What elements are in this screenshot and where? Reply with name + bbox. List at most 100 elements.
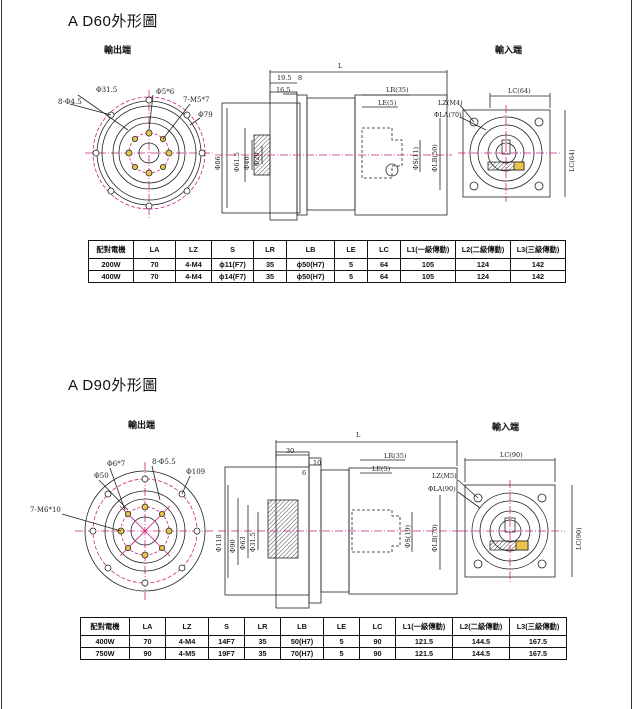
d60-le-label: LE(5) <box>378 99 397 107</box>
d90-pcd-label: Φ50 <box>94 472 109 480</box>
d60-dim-165: 16.5 <box>276 86 290 94</box>
table-cell: 35 <box>244 635 281 648</box>
header-cell: LB <box>286 240 335 259</box>
table-cell: 90 <box>359 647 396 660</box>
d60-length-label: L <box>338 62 343 70</box>
table-cell: 144.5 <box>452 635 510 648</box>
table-cell: 400W <box>88 270 134 283</box>
table-row: 200W 70 4-M4 ϕ11(F7) 35 ϕ50(H7) 5 64 105… <box>88 258 566 271</box>
table-cell: 35 <box>244 647 281 660</box>
d90-s-label: ΦS(19) <box>404 524 412 548</box>
table-cell: 4-M4 <box>165 635 209 648</box>
d60-dim-8: 8 <box>298 74 302 82</box>
table-cell: 200W <box>88 258 134 271</box>
table-cell: 90 <box>129 647 166 660</box>
d60-output-view <box>69 90 213 218</box>
d90-pin-label: Φ6*7 <box>107 460 125 468</box>
d60-v2-label: Φ61.5 <box>233 152 241 172</box>
table-cell: 70 <box>133 270 176 283</box>
table-cell: ϕ11(F7) <box>211 258 254 271</box>
table-cell: 5 <box>323 647 360 660</box>
d90-dim-10: 10 <box>313 459 321 467</box>
d90-holes-label: 8-Φ5.5 <box>152 458 176 466</box>
header-cell: L2(二級傳動) <box>452 617 510 636</box>
d90-outer-label: Φ109 <box>186 468 205 476</box>
table-cell: 90 <box>359 635 396 648</box>
d90-lc-label: LC(90) <box>500 451 523 459</box>
table-cell: 750W <box>80 647 130 660</box>
table-cell: 14F7 <box>208 635 245 648</box>
table-cell: 105 <box>400 270 456 283</box>
table-cell: 4-M4 <box>175 258 212 271</box>
d60-s-label: ΦS(11) <box>412 146 420 170</box>
d90-v2-label: Φ90 <box>229 539 237 553</box>
table-cell: 121.5 <box>395 647 453 660</box>
input-end-label: 輸入端 <box>492 422 520 432</box>
d60-spec-table: 配對電機 LA LZ S LR LB LE LC L1(一級傳動) L2(二級傳… <box>88 240 566 283</box>
table-cell: ϕ50(H7) <box>286 258 335 271</box>
table-cell: 64 <box>367 258 401 271</box>
table-row: 400W 70 4-M4 14F7 35 50(H7) 5 90 121.5 1… <box>80 635 567 648</box>
table-cell: 19F7 <box>208 647 245 660</box>
table-cell: 144.5 <box>452 647 510 660</box>
table-cell: 35 <box>253 270 287 283</box>
d90-side-view <box>218 440 460 609</box>
d90-spec-table: 配對電機 LA LZ S LR LB LE LC L1(一級傳動) L2(二級傳… <box>80 617 567 660</box>
d90-input-view <box>457 458 573 582</box>
header-cell: L2(二級傳動) <box>455 240 511 259</box>
header-cell: S <box>211 240 254 259</box>
d90-v4-label: Φ31.5 <box>249 532 257 552</box>
d90-dim-6: 6 <box>302 469 306 477</box>
table-cell: 5 <box>323 635 360 648</box>
table-cell: 142 <box>510 270 566 283</box>
header-cell: L1(一級傳動) <box>400 240 456 259</box>
header-cell: LZ <box>165 617 209 636</box>
d60-v3-label: Φ40 <box>243 156 251 170</box>
d90-length-label: L <box>356 431 361 439</box>
table-cell: 4-M4 <box>175 270 212 283</box>
header-cell: LB <box>280 617 324 636</box>
d60-side-view <box>215 70 452 221</box>
d90-v1-label: Φ118 <box>215 534 223 552</box>
output-end-label: 輸出端 <box>128 420 156 430</box>
header-cell: LC <box>359 617 396 636</box>
d60-v4-label: Φ20 <box>253 152 261 166</box>
header-cell: 配對電機 <box>80 617 130 636</box>
table-cell: ϕ50(H7) <box>286 270 335 283</box>
table-header-row: 配對電機 LA LZ S LR LB LE LC L1(一級傳動) L2(二級傳… <box>88 240 566 259</box>
d60-lr-label: LR(35) <box>386 86 409 94</box>
d60-lc-label: LC(64) <box>508 87 531 95</box>
table-cell: 70 <box>133 258 176 271</box>
header-cell: S <box>208 617 245 636</box>
d90-output-view <box>61 462 215 600</box>
d90-la-label: ΦLA(90) <box>428 485 456 493</box>
d90-tap-label: 7-M6*10 <box>30 506 61 514</box>
d90-lb-label: ΦLB(70) <box>431 524 439 552</box>
header-cell: LC <box>367 240 401 259</box>
d60-tap-label: 7-M5*7 <box>183 96 209 104</box>
table-cell: 70 <box>129 635 166 648</box>
section-title-d90: A D90外形圖 <box>68 377 158 394</box>
table-cell: 121.5 <box>395 635 453 648</box>
table-cell: 70(H7) <box>280 647 324 660</box>
table-cell: 5 <box>334 258 368 271</box>
table-cell: 124 <box>455 270 511 283</box>
header-cell: L3(三級傳動) <box>510 240 566 259</box>
header-cell: LE <box>334 240 368 259</box>
d90-lz-label: LZ(M5) <box>432 472 457 480</box>
d90-dim-30: 30 <box>286 447 294 455</box>
d60-pcd-label: Φ31.5 <box>96 86 117 94</box>
d60-input-view <box>458 93 566 202</box>
header-cell: LZ <box>175 240 212 259</box>
d90-lc-side-label: LC(90) <box>575 527 583 550</box>
table-cell: ϕ14(F7) <box>211 270 254 283</box>
header-cell: LA <box>129 617 166 636</box>
input-end-label: 輸入端 <box>495 45 523 55</box>
d60-la-label: ΦLA(70) <box>434 111 462 119</box>
table-cell: 167.5 <box>509 635 567 648</box>
header-cell: LE <box>323 617 360 636</box>
table-cell: 50(H7) <box>280 635 324 648</box>
table-header-row: 配對電機 LA LZ S LR LB LE LC L1(一級傳動) L2(二級傳… <box>80 617 567 636</box>
